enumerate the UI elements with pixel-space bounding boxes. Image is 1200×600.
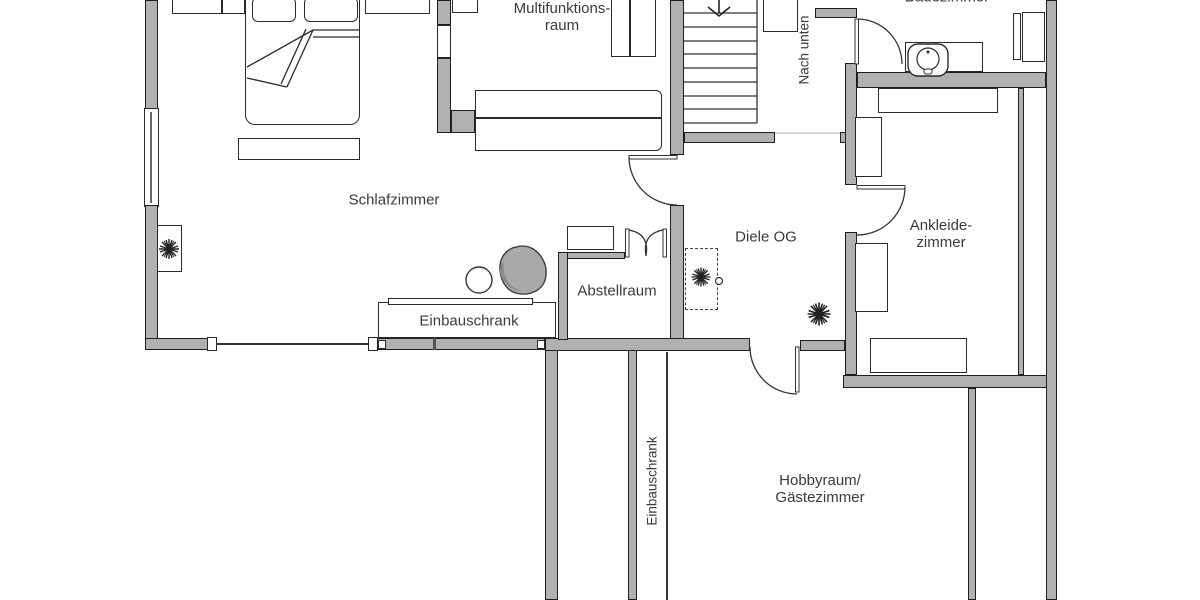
cabinet-multiroom-top — [452, 0, 478, 13]
beanbag-chair — [499, 245, 547, 295]
room-label-diele-og: Diele OG — [735, 228, 797, 246]
door-abstellraum-double — [625, 228, 667, 258]
stairs-direction-label: Nach unten — [796, 15, 812, 85]
sofa-daybed — [475, 90, 662, 151]
shelf-near-abstellraum — [567, 226, 614, 250]
closet-front-line — [666, 352, 668, 600]
wall-bath-bottom — [857, 72, 1046, 88]
wall-abstellraum-top — [558, 252, 625, 259]
room-label-badezimmer: Badezimmer — [905, 0, 989, 6]
hall-dresser-dashed — [685, 248, 718, 310]
nightstand-left-b — [222, 0, 245, 14]
washbasin-counter — [905, 42, 983, 72]
door-swing-arc — [749, 346, 798, 395]
window-band-mullion — [433, 338, 436, 350]
bath-cabinet-right — [1022, 12, 1045, 62]
wall-outer-right — [1046, 0, 1057, 600]
wall-lower-d — [968, 388, 976, 600]
pillow-right — [304, 0, 358, 22]
door-swing-arc — [628, 229, 648, 257]
wall-bath-stub-top — [815, 8, 857, 18]
window-band-cap-right — [537, 340, 545, 349]
stool — [465, 266, 493, 294]
door-swing-arc — [856, 186, 906, 236]
wardrobe-einbauschrank-bedroom — [378, 302, 556, 338]
cabinet-stair-top — [763, 0, 798, 32]
staircase — [684, 0, 758, 124]
bench-below-bed — [238, 138, 360, 160]
wardrobe-ankleide-top — [878, 88, 998, 113]
wall-bottom-left — [145, 338, 210, 350]
window-bottom-cap-left — [207, 337, 217, 351]
room-label-schlafzimmer: Schlafzimmer — [348, 191, 440, 209]
sofa-seat-line — [476, 117, 661, 119]
window-left-glass-line — [150, 112, 152, 203]
desk-divider-line — [629, 0, 631, 56]
room-label-hobbyraum: Hobbyraum/ Gästezimmer — [775, 472, 865, 506]
shower-glass-panel — [1013, 13, 1021, 60]
door-swing-arc — [628, 156, 678, 206]
room-label-abstellraum: Abstellraum — [577, 282, 657, 300]
door-badezimmer — [854, 18, 903, 65]
stair-railing — [684, 132, 775, 143]
nightstand-right — [365, 0, 430, 14]
feature-label-einbauschrank-hall: Einbauschrank — [644, 436, 660, 526]
wall-multiroom-stub — [451, 110, 475, 133]
plant-table-bedroom — [157, 225, 182, 272]
wall-hobby-door-side — [800, 340, 845, 351]
wall-multiroom-top — [437, 0, 451, 25]
wall-multiroom-mid — [437, 58, 451, 133]
wall-stairwell-lower — [670, 205, 684, 340]
wall-ankleide-inner-thin — [1018, 88, 1024, 375]
room-label-ankleidezimmer: Ankleide- zimmer — [909, 217, 973, 251]
door-hobbyraum — [749, 346, 800, 395]
wardrobe-ankleide-left-2 — [855, 243, 888, 312]
room-label-multifunktionsraum: Multifunktions- raum — [513, 0, 611, 34]
wall-stairwell — [670, 0, 684, 155]
sideboard-ankleide-bottom — [870, 338, 967, 373]
door-schlafzimmer — [628, 155, 678, 206]
door-swing-arc — [644, 229, 664, 257]
door-swing-arc — [856, 18, 903, 65]
pillow-left — [252, 0, 296, 22]
wall-abstellraum-left — [558, 252, 568, 340]
nightstand-left-a — [172, 0, 222, 14]
window-band-cap-left — [378, 340, 386, 349]
wardrobe-sliding-rail — [388, 298, 533, 305]
door-ankleidezimmer — [856, 185, 906, 236]
wall-lower-a — [545, 350, 558, 600]
wall-ankleide-bottom — [843, 375, 1057, 388]
wall-lower-b — [628, 350, 637, 600]
window-bottom-glass-line — [214, 343, 371, 345]
feature-label-einbauschrank-bedroom: Einbauschrank — [419, 312, 519, 330]
wall-left-top — [145, 0, 158, 110]
wardrobe-ankleide-left-1 — [855, 117, 882, 177]
wall-multiroom-opening — [437, 25, 451, 58]
window-band-bedroom — [377, 338, 545, 350]
wall-hall-bottom — [545, 338, 750, 351]
plant-icon — [806, 301, 832, 327]
stairs-down-arrow-icon — [707, 0, 731, 18]
desk-multiroom — [611, 0, 656, 57]
